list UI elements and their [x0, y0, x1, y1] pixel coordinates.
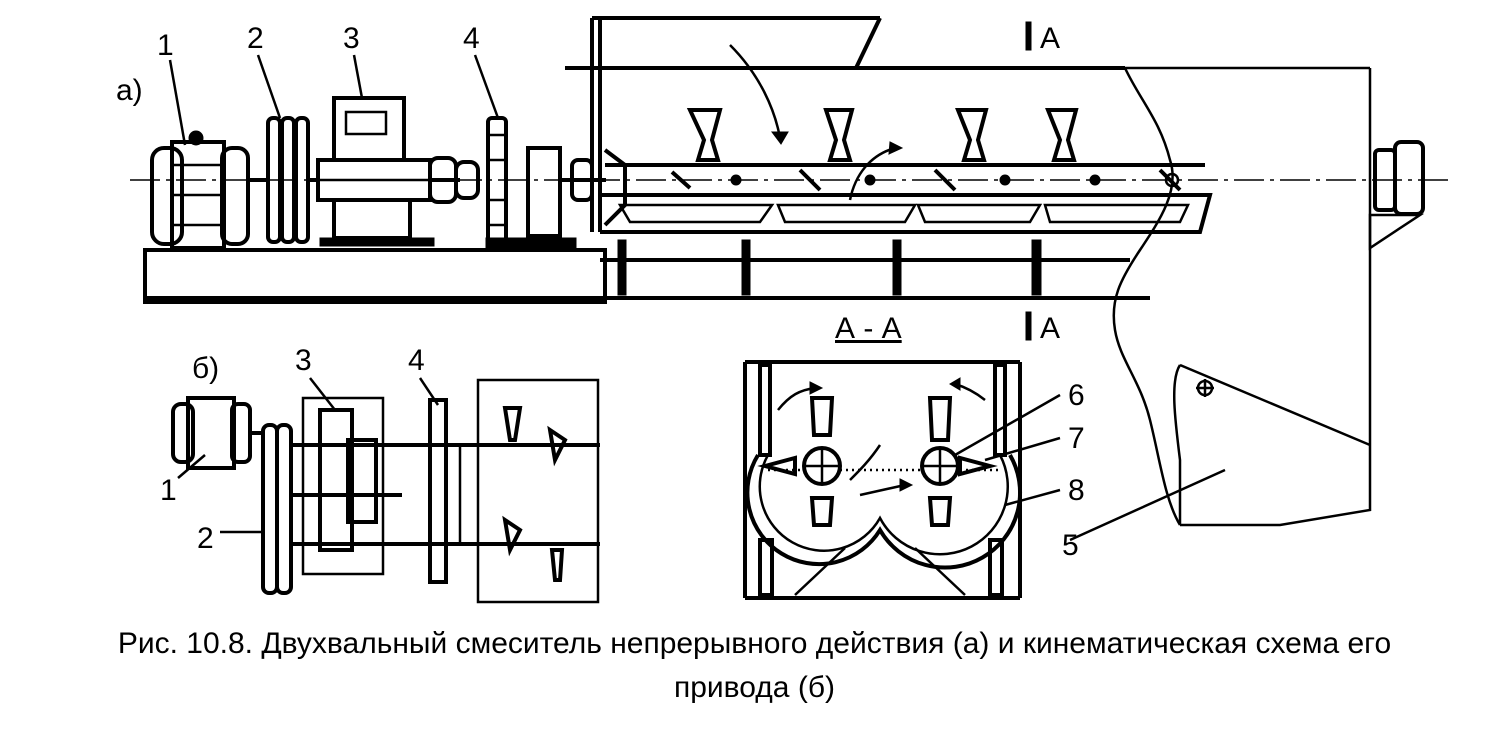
paddle-row — [670, 108, 1182, 192]
coupling — [428, 156, 480, 204]
gear-drive-4 — [485, 116, 606, 249]
label-b-4: 4 — [408, 344, 425, 377]
label-view-a: а) — [116, 74, 143, 107]
pulley-2 — [266, 116, 318, 244]
label-view-b: б) — [192, 352, 219, 385]
label-leaders — [168, 54, 500, 534]
label-8: 8 — [1068, 474, 1085, 507]
trough-supports — [617, 239, 1042, 296]
motor-1 — [150, 130, 268, 250]
trough-body — [565, 16, 1372, 445]
figure-caption-line2: привода (б) — [673, 671, 835, 704]
label-section-aa: А - А — [835, 312, 902, 345]
label-6: 6 — [1068, 379, 1085, 412]
side-view-a — [130, 16, 1450, 527]
label-b-1: 1 — [160, 474, 177, 507]
label-section-mark-bottom: А — [1040, 312, 1060, 345]
label-section-mark-top: А — [1040, 22, 1060, 55]
label-5: 5 — [1062, 529, 1079, 562]
label-b-3: 3 — [295, 344, 312, 377]
label-a-1: 1 — [157, 29, 174, 62]
label-7: 7 — [1068, 422, 1085, 455]
figure-labels: а) 1 2 3 4 А А А - А б) 1 2 3 4 6 7 8 5 — [116, 22, 1085, 562]
label-a-2: 2 — [247, 22, 264, 55]
mixer-drawing: а) 1 2 3 4 А А А - А б) 1 2 3 4 6 7 8 5 — [116, 16, 1450, 604]
kinematic-scheme-b — [171, 378, 600, 604]
label-a-4: 4 — [463, 22, 480, 55]
section-view-aa — [743, 360, 1226, 600]
reducer-3 — [316, 96, 460, 247]
end-frame-5 — [1112, 67, 1425, 527]
label-a-3: 3 — [343, 22, 360, 55]
figure-caption-line1: Рис. 10.8. Двухвальный смеситель непреры… — [117, 627, 1392, 660]
base-frame — [143, 248, 607, 304]
label-b-2: 2 — [197, 522, 214, 555]
